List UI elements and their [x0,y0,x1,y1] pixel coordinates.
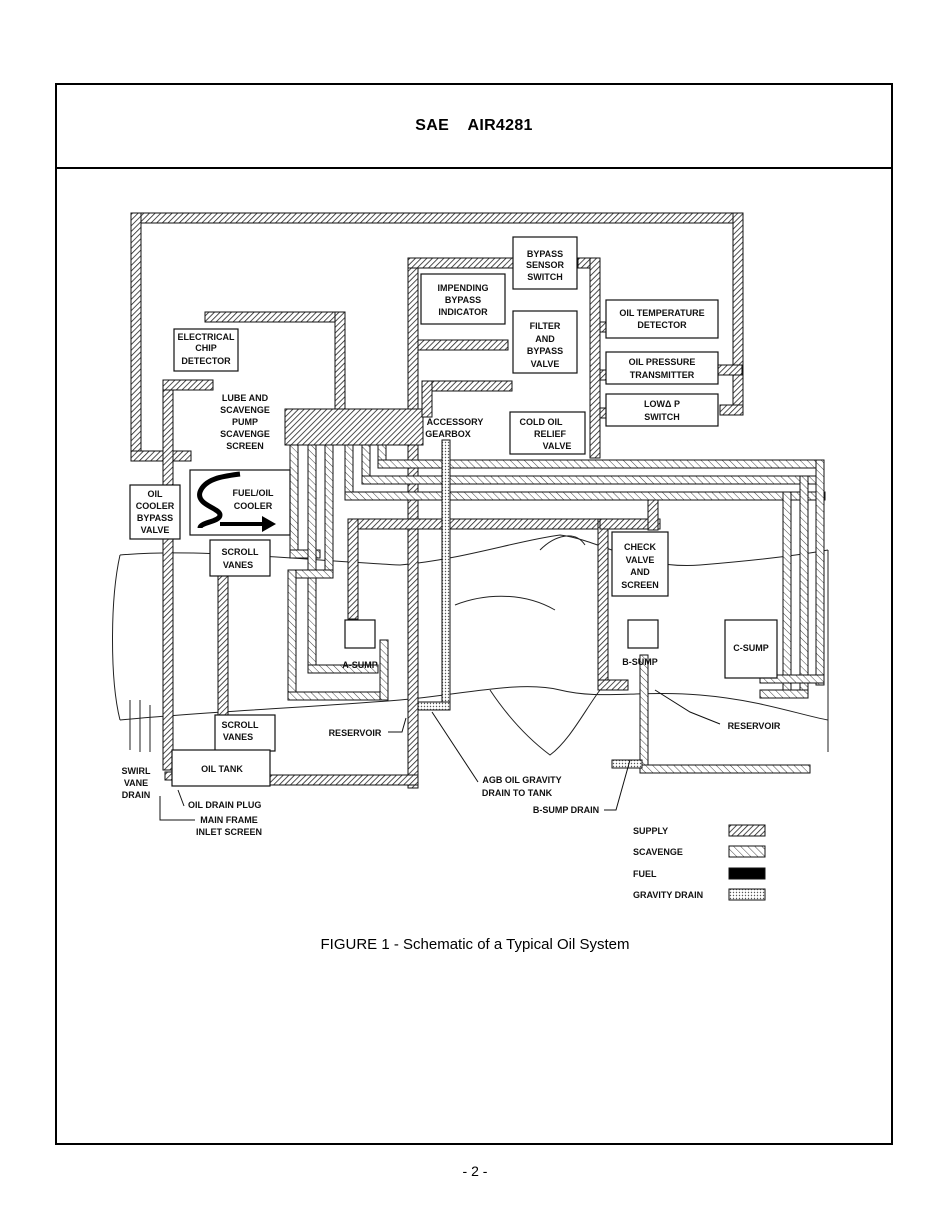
label-oil-pressure-1: OIL PRESSURE [629,357,696,367]
label-bypass-sensor-1: BYPASS [527,249,563,259]
label-accessory-gearbox-2: GEARBOX [425,429,471,439]
label-cold-oil-2: RELIEF [534,429,567,439]
label-scroll-vanes-top-1: SCROLL [222,547,260,557]
label-b-sump-drain: B-SUMP DRAIN [533,805,599,815]
gravity-drain-line [417,439,643,769]
label-scroll-vanes-top-2: VANES [223,560,253,570]
label-low-delta-p-1: LOWΔ P [644,399,680,409]
label-oil-temp-1: OIL TEMPERATURE [619,308,704,318]
legend-swatch-gravity-drain [728,888,766,901]
scavenge-lines [287,444,826,774]
label-impending-bypass-2: BYPASS [445,295,481,305]
legend-swatch-supply [728,824,766,837]
document-title: SAE AIR4281 [415,117,533,134]
leader-lines [159,689,721,821]
label-oil-drain-plug: OIL DRAIN PLUG [188,800,261,810]
label-oil-cooler-bypass-1: OIL [148,489,164,499]
label-agb-drain-2: DRAIN TO TANK [482,788,553,798]
label-check-valve-1: CHECK [624,542,657,552]
label-impending-bypass-1: IMPENDING [437,283,488,293]
label-scroll-vanes-bottom-2: VANES [223,732,253,742]
label-cold-oil-1: COLD OIL [520,417,563,427]
label-bypass-sensor-3: SWITCH [527,272,563,282]
label-b-sump: B-SUMP [622,657,658,667]
label-oil-temp-2: DETECTOR [637,320,687,330]
label-agb-drain-1: AGB OIL GRAVITY [482,775,561,785]
legend-swatch-scavenge [728,845,766,858]
page-frame: SAE AIR4281 [55,83,893,1145]
label-oil-cooler-bypass-2: COOLER [136,501,175,511]
fuel-arrow-icon [220,516,276,532]
label-lube-pump-5: SCREEN [226,441,264,451]
label-bypass-sensor-2: SENSOR [526,260,565,270]
label-filter-bypass-1: FILTER [530,321,561,331]
label-scroll-vanes-bottom-1: SCROLL [222,720,260,730]
label-c-sump: C-SUMP [733,643,769,653]
label-lube-pump-4: SCAVENGE [220,429,270,439]
label-filter-bypass-4: VALVE [531,359,560,369]
label-fuel-oil-cooler-1: FUEL/OIL [233,488,274,498]
label-reservoir-left: RESERVOIR [329,728,382,738]
figure-caption: FIGURE 1 - Schematic of a Typical Oil Sy… [320,936,630,953]
label-swirl-vane-drain-3: DRAIN [122,790,151,800]
label-a-sump: A-SUMP [342,660,378,670]
label-impending-bypass-3: INDICATOR [438,307,488,317]
label-filter-bypass-3: BYPASS [527,346,563,356]
label-main-frame-2: INLET SCREEN [196,827,262,837]
legend: SUPPLY SCAVENGE FUEL GRAVITY DRAIN [633,824,766,901]
label-oil-pressure-2: TRANSMITTER [630,370,695,380]
label-accessory-gearbox-1: ACCESSORY [427,417,484,427]
legend-swatch-fuel [728,867,766,880]
label-electrical-chip-detector-3: DETECTOR [181,356,231,366]
component-labels: ELECTRICAL CHIP DETECTOR LUBE AND SCAVEN… [122,249,781,837]
label-electrical-chip-detector-1: ELECTRICAL [178,332,235,342]
label-check-valve-2: VALVE [626,555,655,565]
label-lube-pump-2: SCAVENGE [220,405,270,415]
legend-label-supply: SUPPLY [633,826,668,836]
label-lube-pump-1: LUBE AND [222,393,269,403]
fuel-oil-cooler-coil [197,471,241,529]
label-lube-pump-3: PUMP [232,417,258,427]
label-reservoir-right: RESERVOIR [728,721,781,731]
label-oil-cooler-bypass-4: VALVE [141,525,170,535]
label-check-valve-4: SCREEN [621,580,659,590]
legend-label-scavenge: SCAVENGE [633,847,683,857]
label-check-valve-3: AND [630,567,650,577]
label-swirl-vane-drain-2: VANE [124,778,148,788]
label-swirl-vane-drain-1: SWIRL [122,766,151,776]
label-fuel-oil-cooler-2: COOLER [234,501,273,511]
legend-label-gravity-drain: GRAVITY DRAIN [633,890,703,900]
label-filter-bypass-2: AND [535,334,555,344]
label-cold-oil-3: VALVE [543,441,572,451]
label-main-frame-1: MAIN FRAME [200,815,258,825]
label-electrical-chip-detector-2: CHIP [195,343,217,353]
legend-label-fuel: FUEL [633,869,657,879]
document-header: SAE AIR4281 [57,85,891,169]
label-oil-tank: OIL TANK [201,764,243,774]
page-number: - 2 - [462,1163,488,1179]
label-oil-cooler-bypass-3: BYPASS [137,513,173,523]
label-low-delta-p-2: SWITCH [644,412,680,422]
